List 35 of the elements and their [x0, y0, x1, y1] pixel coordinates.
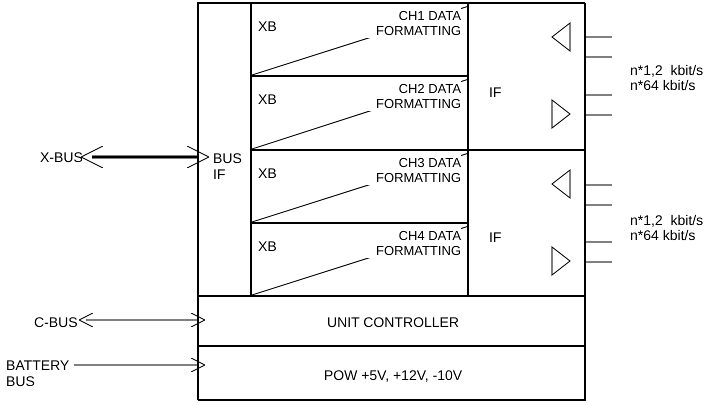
arrow: [74, 358, 206, 372]
data-rate-label: n*1,2 kbit/s: [630, 212, 704, 228]
bus-name: XB: [258, 18, 278, 34]
data-rate-label: n*64 kbit/s: [630, 227, 696, 243]
interface-box: [468, 150, 586, 296]
controller-box: [198, 296, 586, 346]
signal-line: [586, 94, 612, 96]
channel-box: [251, 76, 468, 150]
power-box: [198, 346, 586, 401]
signal-line: [586, 36, 612, 38]
bus-name: BATTERY BUS: [6, 357, 70, 389]
bus-name: XB: [258, 91, 278, 107]
signal-line: [586, 56, 612, 58]
box-title: UNIT CONTROLLER: [326, 314, 460, 330]
box-title: POW +5V, +12V, -10V: [322, 367, 464, 383]
box-title: IF: [489, 229, 502, 245]
data-rate-label: n*64 kbit/s: [630, 77, 696, 93]
bus-interface-box: [198, 3, 251, 296]
box-title: IF: [489, 84, 502, 100]
channel-box: [251, 223, 468, 296]
signal-line: [586, 184, 612, 186]
interface-box: [468, 3, 586, 150]
box-title: BUS IF: [213, 150, 243, 182]
unit-box: [197, 2, 585, 400]
bus-name: XB: [258, 238, 278, 254]
arrow: [80, 146, 210, 168]
data-rate-label: n*1,2 kbit/s: [630, 62, 704, 78]
arrow: [78, 312, 206, 328]
bus-name: X-BUS: [40, 149, 84, 165]
bus-name: C-BUS: [34, 314, 79, 330]
channel-box: [251, 3, 468, 76]
signal-line: [586, 204, 612, 206]
channel-box: [251, 150, 468, 223]
signal-line: [586, 114, 612, 116]
bus-name: XB: [258, 165, 278, 181]
